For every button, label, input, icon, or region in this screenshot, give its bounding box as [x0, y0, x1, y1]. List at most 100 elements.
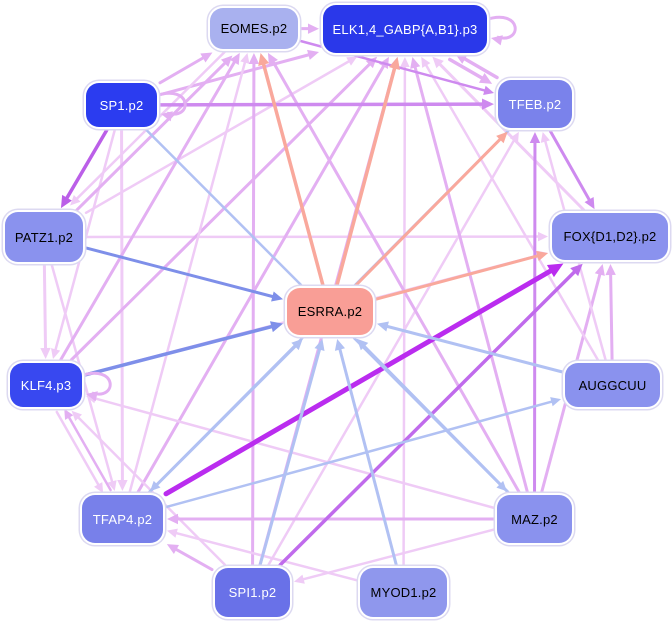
node-sp1[interactable]: SP1.p2	[86, 83, 157, 127]
edge-klf4-to-esrra	[83, 324, 276, 377]
edge-klf4-to-tfap4	[55, 410, 101, 488]
node-klf4[interactable]: KLF4.p3	[10, 363, 82, 407]
edge-klf4-to-elk	[69, 61, 373, 362]
edge-maz-to-klf4	[92, 396, 496, 510]
node-label: ESRRA.p2	[297, 304, 363, 319]
edge-tfeb-to-elk	[461, 56, 499, 80]
edge-auggcuu-to-elk-arrowhead	[421, 56, 431, 68]
edge-auggcuu-to-esrra-arrowhead	[376, 321, 389, 332]
edge-tfeb-to-elk-arrowhead	[454, 53, 468, 64]
edge-spi1-to-fox	[278, 269, 578, 567]
edge-auggcuu-to-elk	[424, 62, 600, 362]
edge-esrra-to-elk	[335, 64, 397, 287]
self-loop-klf4	[79, 371, 112, 396]
edge-sp1-to-klf4-arrowhead	[51, 348, 61, 360]
node-label: SP1.p2	[99, 97, 144, 113]
edge-myod1-to-elk	[402, 63, 407, 567]
edge-auggcuu-to-fox-arrowhead	[605, 263, 616, 276]
edge-tfap4-to-eomes-arrowhead	[240, 52, 250, 64]
node-esrra[interactable]: ESRRA.p2	[287, 288, 373, 335]
edge-myod1-to-esrra	[337, 346, 398, 567]
edge-patz1-to-eomes	[73, 60, 228, 214]
edge-patz1-to-elk-arrowhead	[346, 56, 358, 66]
edge-maz-to-spi1-arrowhead	[293, 574, 305, 584]
edge-tfap4-to-auggcuu-arrowhead	[550, 397, 562, 407]
edge-klf4-to-esrra-arrowhead	[269, 321, 284, 333]
edge-myod1-to-esrra-arrowhead	[334, 338, 345, 351]
node-label: TFAP4.p2	[92, 511, 153, 527]
node-myod1[interactable]: MYOD1.p2	[360, 568, 447, 617]
edge-auggcuu-to-esrra	[384, 324, 564, 374]
edge-spi1-to-tfap4-arrowhead	[166, 544, 180, 555]
node-label: AUGGCUU	[578, 377, 647, 393]
edge-tfap4-to-fox	[163, 267, 555, 497]
edge-patz1-to-esrra	[84, 246, 276, 299]
node-tfeb[interactable]: TFEB.p2	[498, 80, 572, 128]
edge-esrra-to-fox	[374, 253, 541, 301]
edge-maz-to-fox-arrowhead	[594, 263, 605, 276]
edge-maz-to-esrra	[361, 343, 510, 494]
edge-patz1-to-fox-arrowhead	[537, 231, 548, 242]
edge-sp1-to-eomes-arrowhead	[200, 52, 213, 63]
edge-patz1-to-klf4-arrowhead	[40, 347, 51, 360]
edge-esrra-to-eomes-arrowhead	[258, 52, 270, 67]
edge-maz-to-tfeb-arrowhead	[529, 132, 541, 144]
edge-tfap4-to-klf4-arrowhead	[64, 408, 74, 420]
edge-maz-to-spi1	[300, 528, 496, 581]
edge-spi1-to-eomes	[251, 60, 256, 567]
edge-tfap4-to-fox-arrowhead	[546, 263, 564, 278]
node-label: PATZ1.p2	[14, 229, 74, 245]
edge-patz1-to-klf4	[42, 263, 48, 352]
node-tfap4[interactable]: TFAP4.p2	[82, 495, 163, 543]
edge-maz-to-eomes-arrowhead	[267, 52, 278, 65]
node-label: SPI1.p2	[228, 585, 277, 600]
edge-maz-to-eomes	[270, 59, 521, 494]
node-maz[interactable]: MAZ.p2	[497, 495, 572, 543]
self-loop-klf4-arrowhead	[86, 391, 98, 402]
node-label: MYOD1.p2	[370, 585, 437, 600]
node-label: FOX{D1,D2}.p2	[563, 229, 657, 244]
node-auggcuu[interactable]: AUGGCUU	[565, 363, 660, 407]
edge-esrra-to-eomes	[261, 60, 325, 287]
edge-eomes-to-tfeb-arrowhead	[483, 85, 495, 95]
self-loop-elk-arrowhead	[491, 35, 503, 46]
edge-spi1-to-esrra-arrowhead	[314, 338, 325, 351]
node-patz1[interactable]: PATZ1.p2	[5, 212, 83, 262]
edge-fox-to-elk	[437, 61, 586, 212]
edge-sp1-to-tfeb	[158, 102, 486, 107]
node-spi1[interactable]: SPI1.p2	[215, 568, 290, 617]
edge-sp1-to-tfap4	[120, 128, 124, 484]
edge-tfap4-to-auggcuu	[164, 399, 555, 509]
edge-patz1-to-elk	[84, 59, 352, 215]
edge-sp1-to-tfeb-arrowhead	[481, 98, 494, 110]
edge-sp1-to-tfap4-arrowhead	[117, 479, 128, 491]
edge-maz-to-elk	[413, 64, 529, 494]
edge-esrra-to-elk-arrowhead	[389, 56, 400, 71]
self-loop-sp1	[154, 91, 187, 116]
edge-tfap4-to-esrra	[148, 343, 298, 494]
node-elk[interactable]: ELK1,4_GABP{A,B1}.p3	[323, 5, 487, 53]
edge-auggcuu-to-tfeb-arrowhead	[540, 131, 550, 143]
node-label: MAZ.p2	[511, 511, 558, 527]
edge-sp1-to-elk-arrowhead	[307, 49, 320, 60]
edge-auggcuu-to-fox	[609, 271, 614, 362]
edge-klf4-to-eomes-arrowhead	[229, 52, 240, 65]
edge-spi1-to-tfap4	[173, 547, 214, 572]
edge-eomes-to-elk-arrowhead	[307, 23, 319, 34]
edge-tfap4-to-klf4	[66, 414, 112, 492]
edge-spi1-to-esrra	[258, 346, 322, 567]
edge-maz-to-tfap4-arrowhead	[167, 513, 178, 525]
node-fox[interactable]: FOX{D1,D2}.p2	[552, 213, 668, 260]
edge-elk-to-tfeb-arrowhead	[478, 72, 493, 84]
edge-patz1-to-esrra-arrowhead	[271, 291, 284, 302]
edge-sp1-to-patz1-arrowhead	[60, 194, 72, 209]
node-label: ELK1,4_GABP{A,B1}.p3	[332, 21, 478, 37]
edge-klf4-to-eomes	[59, 59, 237, 362]
edge-sp1-to-eomes	[158, 55, 207, 85]
edge-sp1-to-patz1	[64, 128, 109, 202]
edge-klf4-to-tfap4-arrowhead	[94, 482, 104, 494]
node-eomes[interactable]: EOMES.p2	[210, 8, 298, 49]
